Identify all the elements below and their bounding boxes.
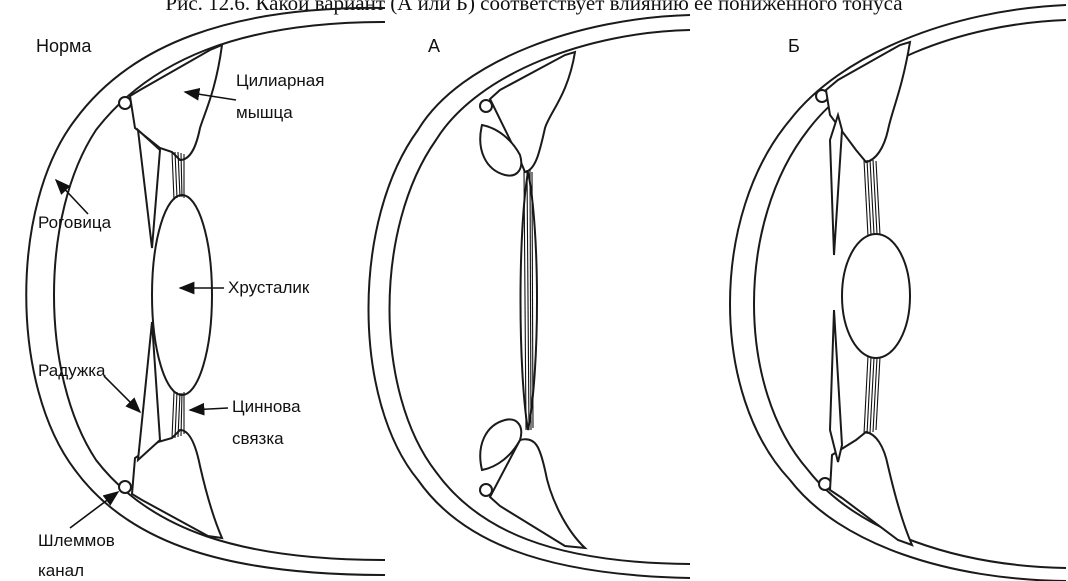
panel-a: А (369, 15, 691, 578)
a-schlemm-canal-top (480, 100, 492, 112)
panel-b-label: Б (788, 36, 800, 56)
label-lens: Хрусталик (228, 278, 310, 297)
arrow-iris (104, 376, 140, 412)
arrow-cornea (56, 180, 88, 214)
b-iris-top (830, 115, 842, 255)
label-zonule-line1: Циннова (232, 397, 301, 416)
panel-normal: Норма Цилиарна (26, 8, 385, 580)
normal-schlemm-canal-bottom (119, 481, 131, 493)
arrow-zonule (190, 408, 228, 410)
b-zonule-bottom (864, 356, 880, 434)
b-iris-bottom (830, 310, 842, 462)
b-lens-round (842, 234, 910, 358)
label-zonule-line2: связка (232, 429, 284, 448)
label-cornea: Роговица (38, 213, 112, 232)
label-schlemm-line1: Шлеммов (38, 531, 115, 550)
normal-cornea-inner (54, 22, 385, 560)
b-ciliary-body-bottom (830, 432, 912, 545)
normal-lens (152, 195, 212, 395)
a-schlemm-canal-bottom (480, 484, 492, 496)
label-schlemm-line2: канал (38, 561, 84, 580)
label-ciliary-muscle-line2: мышца (236, 103, 293, 122)
label-iris: Радужка (38, 361, 106, 380)
panel-normal-label: Норма (36, 36, 92, 56)
arrow-schlemm (70, 492, 118, 528)
b-zonule-top (864, 160, 880, 236)
normal-schlemm-canal-top (119, 97, 131, 109)
panel-b: Б (730, 5, 1066, 581)
panel-a-label: А (428, 36, 440, 56)
normal-iris-top (138, 130, 160, 248)
label-ciliary-muscle-line1: Цилиарная (236, 71, 324, 90)
